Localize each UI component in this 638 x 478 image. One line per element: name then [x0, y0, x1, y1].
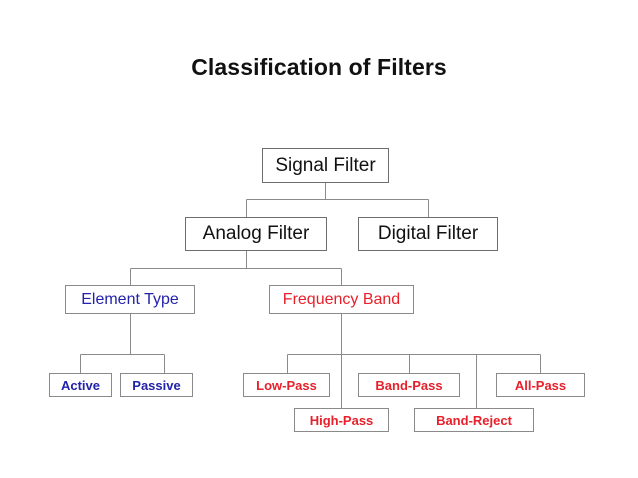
- node-band-reject[interactable]: Band-Reject: [414, 408, 534, 432]
- node-frequency-band[interactable]: Frequency Band: [269, 285, 414, 314]
- node-high-pass[interactable]: High-Pass: [294, 408, 389, 432]
- node-band-pass[interactable]: Band-Pass: [358, 373, 460, 397]
- node-label: Analog Filter: [202, 223, 310, 244]
- node-active[interactable]: Active: [49, 373, 112, 397]
- node-low-pass[interactable]: Low-Pass: [243, 373, 330, 397]
- node-label: Digital Filter: [377, 223, 479, 244]
- node-label: All-Pass: [514, 377, 567, 393]
- node-digital-filter[interactable]: Digital Filter: [358, 217, 498, 251]
- node-label: High-Pass: [309, 412, 374, 428]
- node-all-pass[interactable]: All-Pass: [496, 373, 585, 397]
- node-label: Frequency Band: [282, 290, 401, 308]
- node-label: Band-Reject: [436, 412, 512, 428]
- node-label: Active: [60, 377, 101, 393]
- node-signal-filter[interactable]: Signal Filter: [262, 148, 389, 183]
- node-label: Low-Pass: [256, 377, 317, 393]
- node-label: Passive: [132, 377, 181, 393]
- node-label: Band-Pass: [375, 377, 443, 393]
- node-element-type[interactable]: Element Type: [65, 285, 195, 314]
- page-title: Classification of Filters: [191, 54, 447, 80]
- node-label: Signal Filter: [275, 154, 376, 176]
- node-label: Element Type: [81, 290, 179, 308]
- node-passive[interactable]: Passive: [120, 373, 193, 397]
- node-analog-filter[interactable]: Analog Filter: [185, 217, 327, 251]
